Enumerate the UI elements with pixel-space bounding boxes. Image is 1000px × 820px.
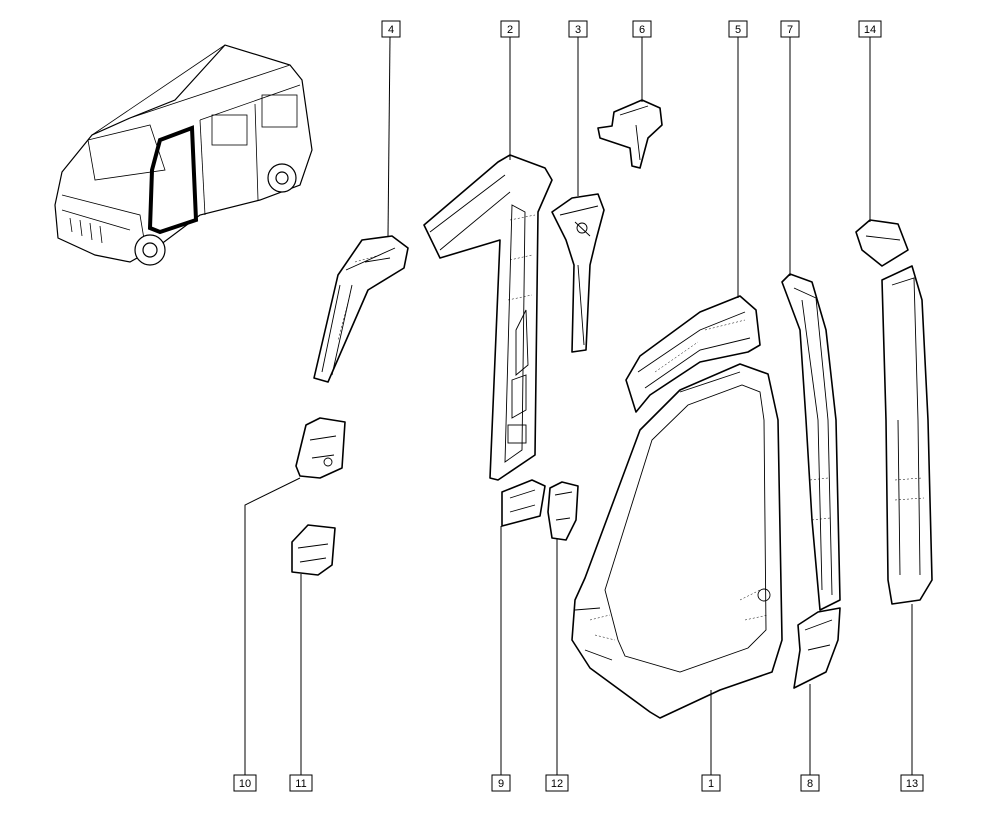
part-7 xyxy=(781,273,841,611)
callout-8: 8 xyxy=(800,774,820,792)
callout-2: 2 xyxy=(500,20,520,38)
callout-6: 6 xyxy=(632,20,652,38)
svg-text:11: 11 xyxy=(295,778,306,790)
callout-13: 13 xyxy=(900,774,924,792)
callout-1: 1 xyxy=(701,774,721,792)
callout-14: 14 xyxy=(858,20,882,38)
svg-text:2: 2 xyxy=(507,24,513,36)
part-2 xyxy=(423,154,553,481)
svg-text:13: 13 xyxy=(906,778,918,790)
callout-5: 5 xyxy=(728,20,748,38)
callout-9: 9 xyxy=(491,774,511,792)
callout-12: 12 xyxy=(545,774,569,792)
part-1 xyxy=(571,363,783,719)
svg-text:12: 12 xyxy=(551,778,563,790)
leader-10 xyxy=(244,477,301,776)
callout-11: 11 xyxy=(289,774,313,792)
part-4 xyxy=(313,235,409,383)
callout-10: 10 xyxy=(233,774,257,792)
part-13 xyxy=(881,265,933,605)
part-5 xyxy=(625,295,761,413)
callouts: 4 2 3 6 5 7 14 10 xyxy=(233,20,924,792)
callout-4: 4 xyxy=(381,20,401,38)
part-6 xyxy=(597,99,663,169)
callout-3: 3 xyxy=(568,20,588,38)
part-11 xyxy=(291,524,336,576)
part-9 xyxy=(501,479,546,527)
svg-text:4: 4 xyxy=(388,24,394,36)
svg-text:1: 1 xyxy=(708,778,714,790)
part-12 xyxy=(547,481,579,541)
van-thumbnail xyxy=(54,44,313,266)
svg-text:14: 14 xyxy=(864,24,876,36)
part-10 xyxy=(295,417,346,479)
part-14 xyxy=(855,219,909,267)
svg-text:7: 7 xyxy=(787,24,793,36)
leader-lines xyxy=(244,36,913,776)
svg-text:8: 8 xyxy=(807,778,813,790)
svg-text:6: 6 xyxy=(639,24,645,36)
leader-4 xyxy=(387,36,391,237)
callout-7: 7 xyxy=(780,20,800,38)
svg-text:5: 5 xyxy=(735,24,741,36)
svg-text:10: 10 xyxy=(239,778,251,790)
svg-text:3: 3 xyxy=(575,24,581,36)
part-8 xyxy=(793,607,841,689)
svg-text:9: 9 xyxy=(498,778,504,790)
part-3 xyxy=(551,193,605,353)
